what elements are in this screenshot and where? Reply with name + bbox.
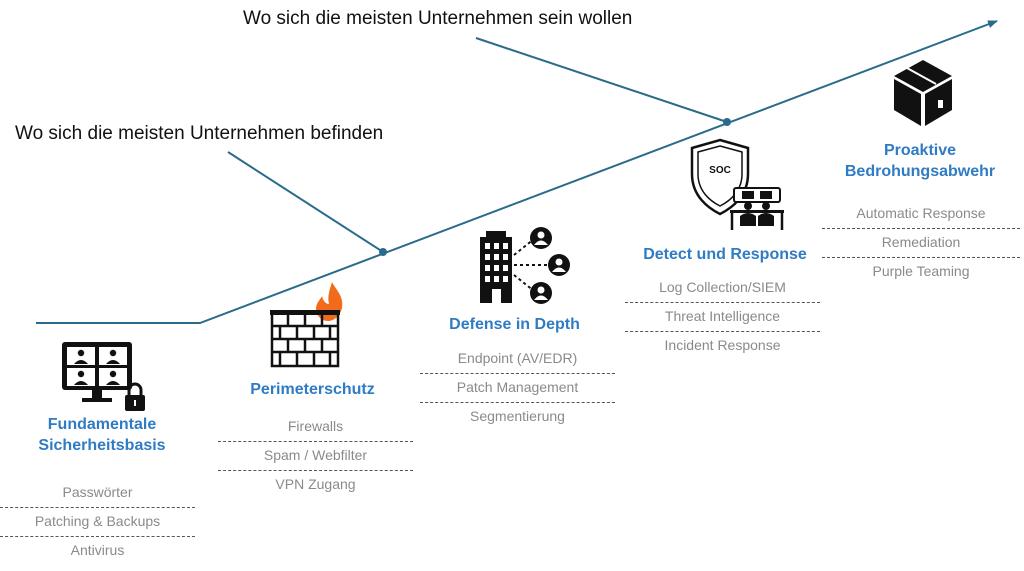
stage-item: Antivirus	[70, 542, 125, 558]
network-building-icon	[476, 225, 572, 307]
stage-item: Incident Response	[664, 337, 781, 353]
stage-item: Automatic Response	[822, 200, 1020, 229]
stage-items-proaktive-bedrohungsabwehr: Automatic Response Remediation Purple Te…	[822, 200, 1020, 287]
stage-item: Passwörter	[0, 479, 195, 508]
stage-item: Log Collection/SIEM	[625, 274, 820, 303]
soc-shield-icon: SOC	[690, 138, 788, 234]
stage-item: Patch Management	[420, 374, 615, 403]
stage-item: Endpoint (AV/EDR)	[420, 345, 615, 374]
pointer-line-target	[475, 37, 728, 123]
stage-item: Threat Intelligence	[625, 303, 820, 332]
cube-icon	[892, 58, 954, 128]
stage-item: Firewalls	[218, 413, 413, 442]
stage-title-fundamentale-sicherheitsbasis: Fundamentale Sicherheitsbasis	[38, 416, 166, 454]
stage-item: Remediation	[822, 229, 1020, 258]
maturity-path-line	[36, 20, 998, 324]
target-position-dot	[723, 118, 731, 126]
stage-item: Segmentierung	[470, 408, 565, 424]
stage-items-perimeterschutz: Firewalls Spam / Webfilter VPN Zugang	[218, 413, 413, 500]
stage-items-detect-und-response: Log Collection/SIEM Threat Intelligence …	[625, 274, 820, 361]
stage-item: Purple Teaming	[872, 263, 970, 279]
stage-title-defense-in-depth: Defense in Depth	[449, 316, 580, 333]
stage-items-fundamentale-sicherheitsbasis: Passwörter Patching & Backups Antivirus	[0, 479, 195, 566]
target-annotation: Wo sich die meisten Unternehmen sein wol…	[243, 8, 633, 29]
stage-items-defense-in-depth: Endpoint (AV/EDR) Patch Management Segme…	[420, 345, 615, 432]
stage-item: Spam / Webfilter	[218, 442, 413, 471]
stage-title-proaktive-bedrohungsabwehr: Proaktive Bedrohungsabwehr	[844, 142, 996, 180]
pointer-line-current	[227, 151, 384, 253]
stage-title-detect-und-response: Detect und Response	[643, 246, 807, 263]
firewall-icon	[270, 280, 352, 368]
stage-title-perimeterschutz: Perimeterschutz	[250, 381, 375, 398]
monitor-lock-icon	[60, 340, 150, 414]
svg-text:SOC: SOC	[709, 165, 731, 176]
stage-item: Patching & Backups	[0, 508, 195, 537]
current-annotation: Wo sich die meisten Unternehmen befinden	[15, 123, 384, 144]
current-position-dot	[379, 248, 387, 256]
stage-item: VPN Zugang	[275, 476, 356, 492]
